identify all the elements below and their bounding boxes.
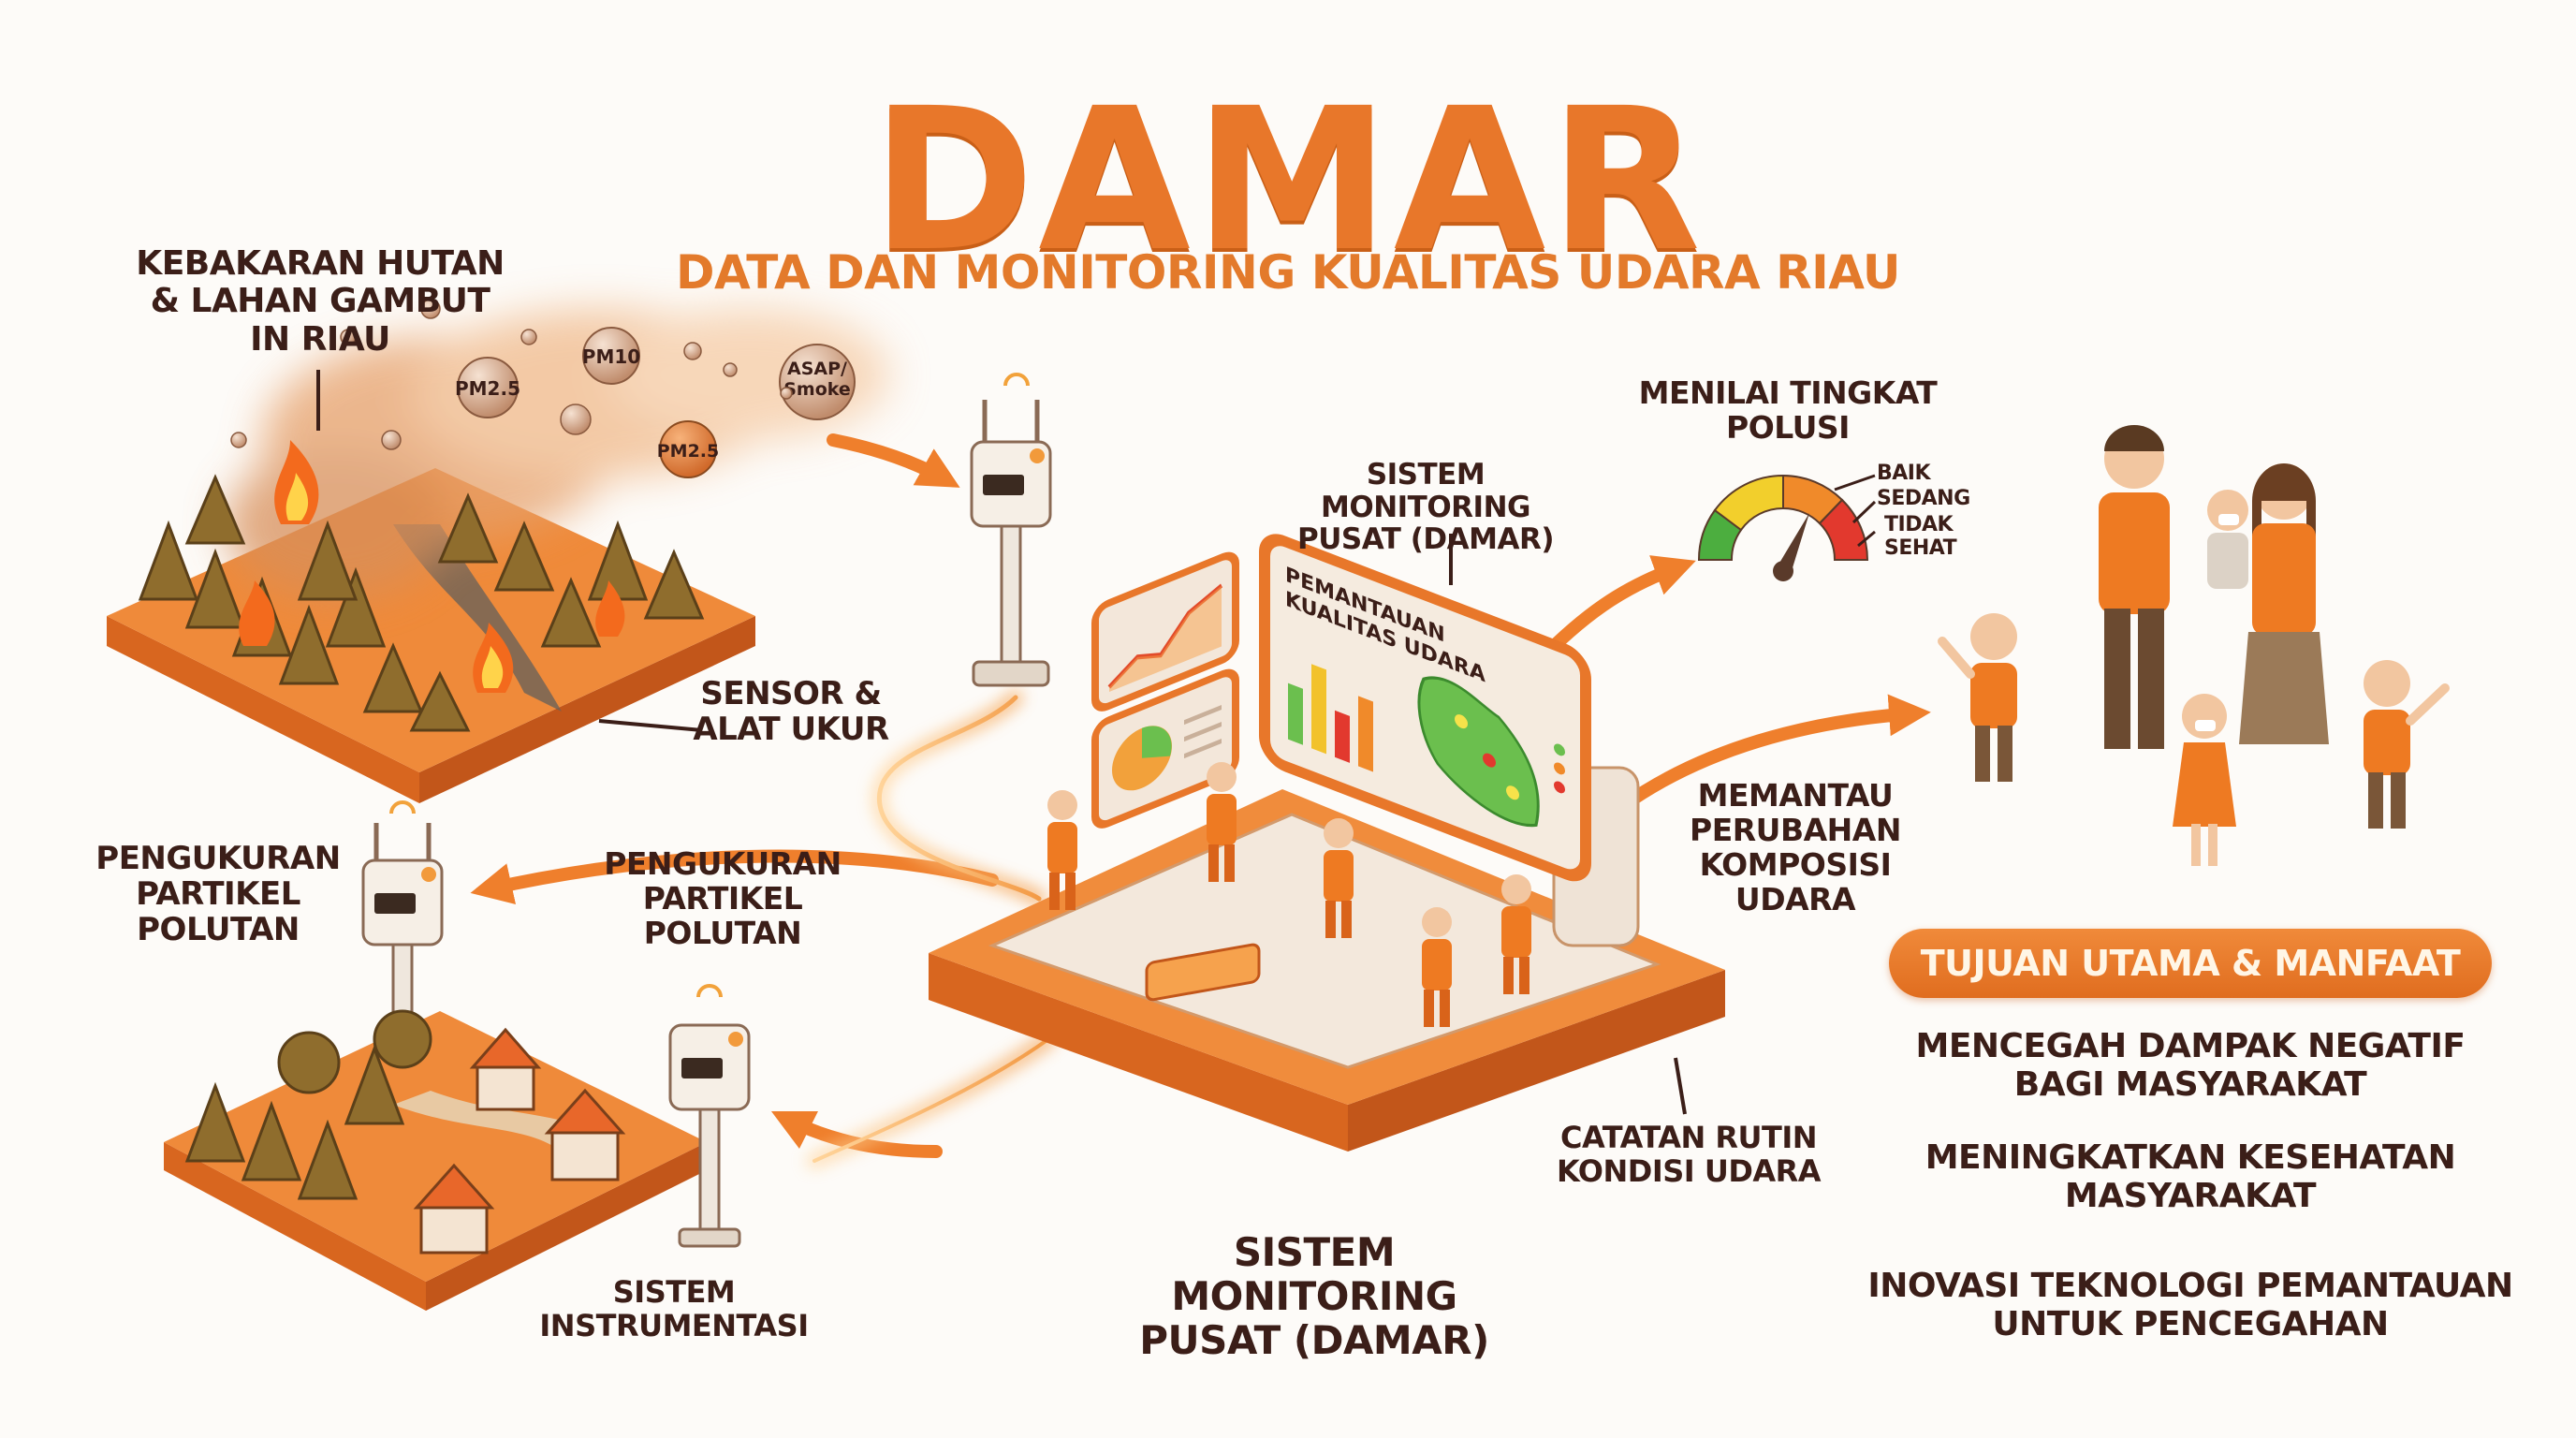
community-family (1938, 425, 2450, 866)
benefit-item: MENCEGAH DAMPAK NEGATIF BAGI MASYARAKAT (1915, 1027, 2466, 1105)
river (393, 524, 562, 712)
label-central-system-bottom: SISTEM MONITORING PUSAT (DAMAR) (1139, 1229, 1489, 1364)
particle-label: PM2.5 (455, 377, 520, 400)
page-title: DAMAR (871, 66, 1705, 295)
arrow-smoke-to-sensor (827, 433, 960, 488)
arrow-to-community (1617, 694, 1931, 812)
main-monitor-screen: PEMANTAUAN KUALITAS UDARA (1259, 534, 1591, 882)
houses (413, 1027, 626, 1255)
page-subtitle: DATA DAN MONITORING KUALITAS UDARA RIAU (675, 245, 1901, 300)
label-sensor: SENSOR & ALAT UKUR (693, 675, 889, 749)
benefit-item: MENINGKATKAN KESEHATAN MASYARAKAT (1925, 1138, 2456, 1216)
gauge-level-moderate: SEDANG (1877, 487, 1970, 510)
particle-pm25 (659, 420, 717, 478)
instrument-tower (668, 984, 751, 1248)
label-forest-fire: KEBAKARAN HUTAN & LAHAN GAMBUT IN RIAU (136, 244, 505, 359)
pollution-gauge (1697, 474, 1877, 581)
fire-flames (239, 440, 625, 693)
flow-arrows (470, 433, 1931, 1158)
label-central-system-top: SISTEM MONITORING PUSAT (DAMAR) (1296, 458, 1555, 557)
particle-pm10 (582, 327, 640, 385)
label-routine-record: CATATAN RUTIN KONDISI UDARA (1556, 1120, 1822, 1189)
particle-label: PM10 (582, 345, 640, 368)
label-assess-pollution: MENILAI TINGKAT POLUSI (1638, 374, 1938, 446)
data-streams (806, 690, 1057, 1169)
measurement-tower (361, 800, 444, 1040)
arrow-to-gauge (1538, 555, 1696, 662)
label-measurement-left: PENGUKURAN PARTIKEL POLUTAN (95, 840, 341, 949)
operators (1047, 762, 1531, 1027)
pollutant-particles: PM2.5 PM10 ASAP/ Smoke PM2.5 (230, 299, 856, 478)
screen-bar-chart (1288, 664, 1373, 772)
trees (138, 474, 705, 732)
side-screens (1091, 551, 1239, 829)
particle-label: ASAP/ (787, 359, 847, 379)
benefits-heading-badge: TUJUAN UTAMA & MANFAAT (1889, 929, 2492, 998)
arrow-to-measurement (470, 849, 999, 905)
label-measurement-middle: PENGUKURAN PARTIKEL POLUTAN (604, 845, 842, 951)
central-monitoring-station: PEMANTAUAN KUALITAS UDARA (929, 534, 1725, 1152)
sensor-tower (970, 373, 1052, 687)
label-monitor-change: MEMANTAU PERUBAHAN KOMPOSISI UDARA (1690, 777, 1901, 917)
forest-fire-scene (107, 309, 889, 803)
particle-smoke (779, 344, 856, 420)
leader-lines (316, 370, 1687, 1115)
particle-label: Smoke (783, 379, 851, 400)
benefit-item: INOVASI TEKNOLOGI PEMANTAUAN UNTUK PENCE… (1867, 1267, 2513, 1344)
gauge-level-unhealthy: TIDAK SEHAT (1884, 513, 1957, 560)
label-instrumentation: SISTEM INSTRUMENTASI (539, 1274, 809, 1343)
particle-pm25 (457, 357, 519, 418)
gauge-needle (1776, 513, 1809, 574)
village-scene (164, 1009, 707, 1311)
particle-label: PM2.5 (657, 441, 720, 462)
gauge-level-good: BAIK (1877, 462, 1931, 485)
